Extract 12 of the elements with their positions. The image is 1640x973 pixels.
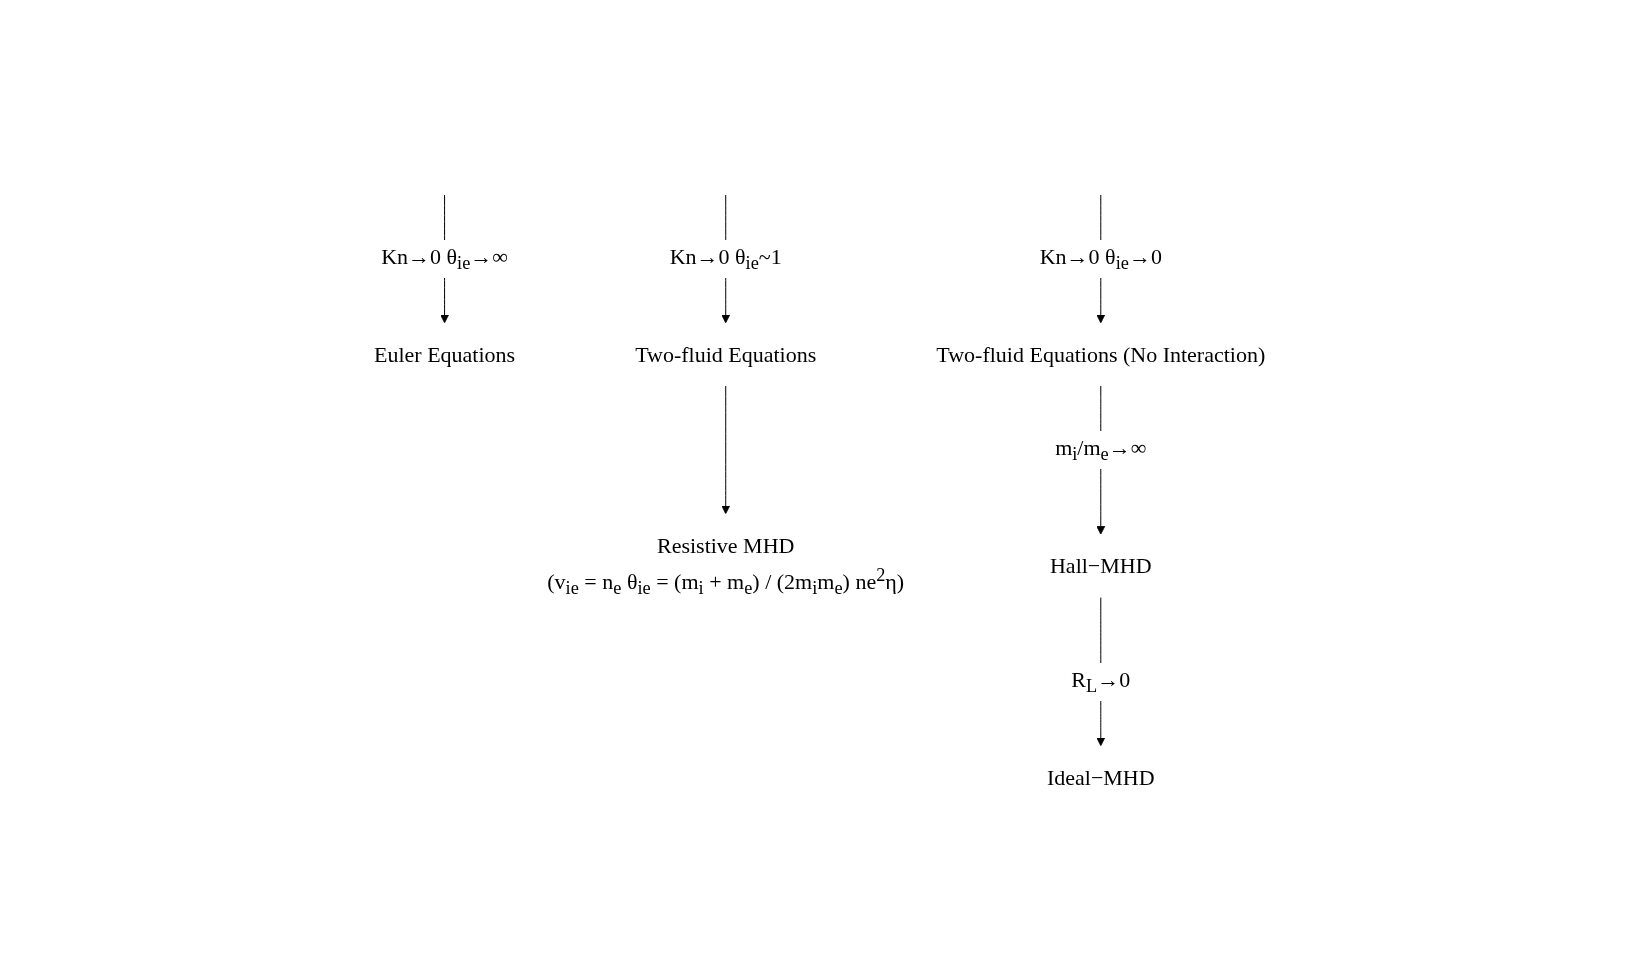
node-text: Two-fluid Equations (No Interaction) (936, 341, 1266, 367)
edge-label: R$_{L}$→0 (1071, 666, 1131, 696)
node-text: Euler Equations (374, 341, 516, 367)
edge-label: Kn→0 θ$_{ie}$→0 (1040, 243, 1163, 273)
node-text: Resistive MHD (v$_{ie}$ = n$_{e}$ θ$_{ie}$ = (m$_{i}$ + m$_{e}$) / (2m$_{i}$m$_{e}$) ne$^{2}$η) (547, 532, 905, 599)
node-text: Hall−MHD (1050, 552, 1152, 578)
arrow (721, 384, 731, 514)
node-text: Ideal−MHD (1047, 764, 1156, 790)
node-text: Two-fluid Equations (635, 341, 817, 367)
edge-label: Kn→0 θ$_{ie}$→∞ (381, 243, 509, 273)
edge-label: m$_{i}$/m$_{e}$→∞ (1055, 434, 1147, 464)
edge-label: Kn→0 θ$_{ie}$~1 (670, 243, 783, 273)
